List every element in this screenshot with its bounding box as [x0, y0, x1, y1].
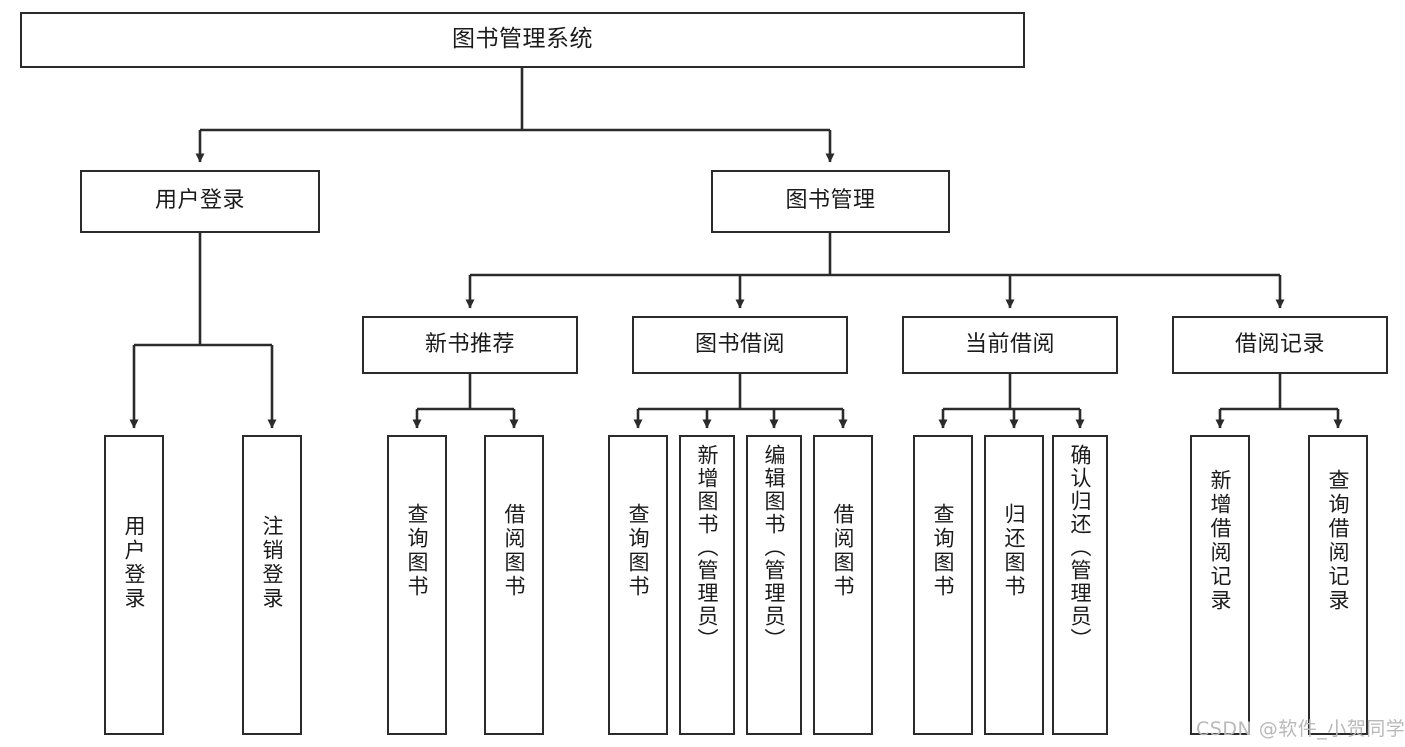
leaf-borrow-book-1-label: 借阅图书: [502, 503, 527, 599]
leaf-add-book[interactable]: 新增图书（管理员）: [679, 435, 735, 735]
leaf-query-book-1[interactable]: 查询图书: [387, 435, 447, 735]
node-book-manage[interactable]: 图书管理: [711, 170, 950, 233]
node-user-login-label: 用户登录: [154, 188, 245, 214]
leaf-edit-book[interactable]: 编辑图书（管理员）: [746, 435, 802, 735]
node-borrow-record-label: 借阅记录: [1234, 331, 1325, 357]
leaf-borrow-book-1[interactable]: 借阅图书: [484, 435, 544, 735]
node-new-book-recommend-label: 新书推荐: [424, 331, 515, 357]
node-book-borrow-label: 图书借阅: [694, 331, 785, 357]
leaf-add-book-label: 新增图书（管理员）: [695, 444, 720, 651]
node-current-borrow-label: 当前借阅: [964, 331, 1055, 357]
leaf-confirm-return-label: 确认归还（管理员）: [1068, 444, 1093, 651]
node-root[interactable]: 图书管理系统: [20, 12, 1025, 68]
leaf-logout-label: 注销登录: [260, 515, 285, 611]
leaf-add-borrow-record[interactable]: 新增借阅记录: [1190, 435, 1250, 735]
leaf-query-borrow-record-label: 查询借阅记录: [1326, 469, 1351, 613]
leaf-confirm-return[interactable]: 确认归还（管理员）: [1052, 435, 1108, 735]
node-book-borrow[interactable]: 图书借阅: [632, 316, 848, 374]
leaf-return-book[interactable]: 归还图书: [984, 435, 1044, 735]
leaf-query-book-3-label: 查询图书: [931, 503, 956, 599]
leaf-return-book-label: 归还图书: [1002, 503, 1027, 599]
node-current-borrow[interactable]: 当前借阅: [902, 316, 1118, 374]
node-new-book-recommend[interactable]: 新书推荐: [362, 316, 578, 374]
leaf-user-login[interactable]: 用户登录: [104, 435, 164, 735]
leaf-query-book-1-label: 查询图书: [405, 503, 430, 599]
edge-userlogin-to-leaves: [129, 233, 277, 429]
leaf-query-book-3[interactable]: 查询图书: [913, 435, 973, 735]
leaf-user-login-label: 用户登录: [122, 515, 147, 611]
leaf-logout[interactable]: 注销登录: [242, 435, 302, 735]
edge-currentborrow-to-leaves: [938, 374, 1085, 429]
csdn-watermark: CSDN @软件_小贺同学: [1196, 714, 1405, 741]
leaf-add-borrow-record-label: 新增借阅记录: [1208, 469, 1233, 613]
node-book-manage-label: 图书管理: [785, 188, 876, 214]
node-borrow-record[interactable]: 借阅记录: [1172, 316, 1388, 374]
node-root-label: 图书管理系统: [452, 26, 593, 53]
leaf-edit-book-label: 编辑图书（管理员）: [762, 444, 787, 651]
edge-root-to-level2: [195, 68, 835, 163]
leaf-query-borrow-record[interactable]: 查询借阅记录: [1308, 435, 1368, 735]
csdn-watermark-text: CSDN @软件_小贺同学: [1196, 718, 1405, 740]
leaf-query-book-2[interactable]: 查询图书: [608, 435, 668, 735]
leaf-borrow-book-2-label: 借阅图书: [831, 503, 856, 599]
edge-bookborrow-to-leaves: [633, 374, 848, 429]
node-user-login[interactable]: 用户登录: [80, 170, 320, 233]
edge-newbook-to-leaves: [412, 374, 519, 429]
edge-bookmanage-to-level3: [465, 233, 1285, 309]
leaf-query-book-2-label: 查询图书: [626, 503, 651, 599]
edge-borrowrecord-to-leaves: [1215, 374, 1343, 429]
leaf-borrow-book-2[interactable]: 借阅图书: [813, 435, 873, 735]
